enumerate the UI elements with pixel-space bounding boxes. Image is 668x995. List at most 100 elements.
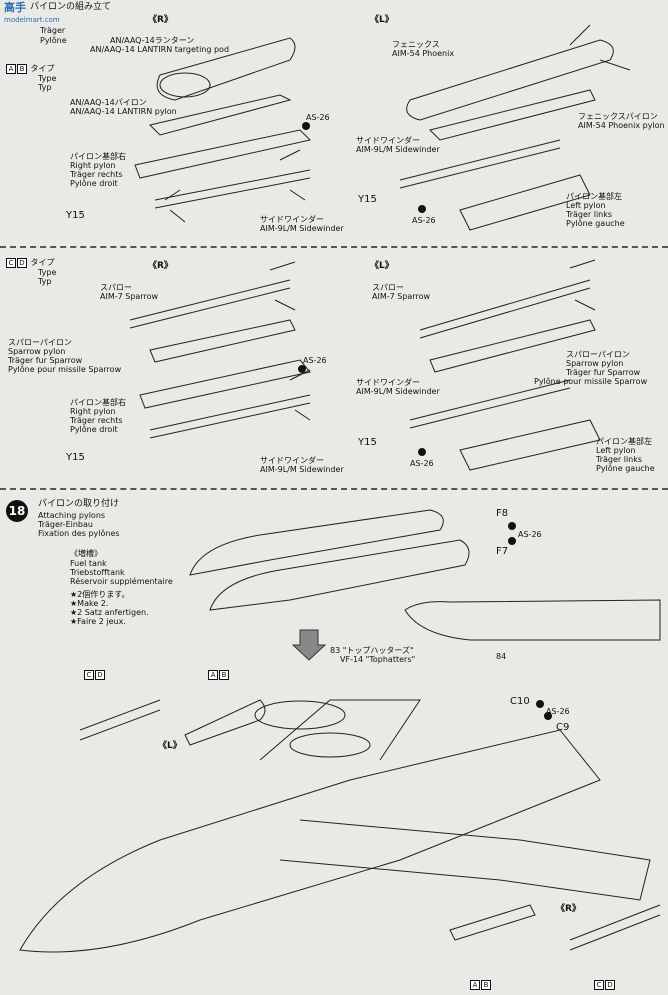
part-y15-left: Y15 (358, 194, 377, 205)
title-de: Träger (40, 26, 66, 35)
watermark-site: modelmart.com (4, 16, 60, 24)
step-title-de: Träger-Einbau (38, 520, 93, 529)
fuel-tank (189, 509, 444, 576)
sparrow-pylon-label: Sparrow pylon (8, 347, 66, 356)
decal-callout: 83 "トップハッターズ" (330, 646, 414, 655)
left-pylon-base (459, 174, 591, 231)
sidewinder-left-cd-label-jp: サイドワインダー (356, 378, 420, 387)
glue-dot-icon (418, 448, 426, 456)
lantirn-pylon-label: AN/AAQ-14 LANTIRN pylon (70, 107, 177, 116)
sidewinder-cd-label-jp: サイドワインダー (260, 456, 324, 465)
make-note-de: ★2 Satz anfertigen. (70, 608, 149, 617)
type-de: Typ (38, 83, 52, 92)
right-pylon-label-fr: Pylône droit (70, 179, 118, 188)
as26-label-left-cd: AS-26 (410, 459, 434, 468)
title-fr: Pylône (40, 36, 67, 45)
sidewinder-label-jp: サイドワインダー (260, 215, 324, 224)
glue-dot-icon (508, 537, 516, 545)
sparrow-pylon-left-label-de: Träger fur Sparrow (566, 368, 641, 377)
sparrow-pylon-left-label-jp: スパローパイロン (566, 350, 630, 359)
right-pylon-cd-label-fr: Pylône droit (70, 425, 118, 434)
sparrow-pylon-label-de: Träger fur Sparrow (8, 356, 83, 365)
phoenix-label: AIM-54 Phoenix (392, 49, 455, 58)
step-number: 18 (6, 500, 28, 522)
as26-label-tank: AS-26 (518, 530, 542, 539)
watermark-logo: 高手 (4, 1, 26, 14)
part-f8: F8 (496, 508, 509, 519)
sidewinder-cd-label: AIM-9L/M Sidewinder (260, 465, 344, 474)
right-pylon-label: Right pylon (70, 161, 116, 170)
right-pylon-base-cd (139, 359, 311, 409)
side-right: 《R》 (148, 15, 173, 25)
sidewinder-right-cd (149, 369, 311, 439)
decal-number: 84 (496, 652, 507, 661)
sparrow-pylon-left (429, 319, 596, 373)
left-pylon-label-de: Träger links (566, 210, 613, 219)
step-title-fr: Fixation des pylônes (38, 529, 120, 538)
part-y15: Y15 (66, 210, 85, 221)
sparrow-label: AIM-7 Sparrow (100, 292, 159, 301)
right-pylon-label-de: Träger rechts (70, 170, 123, 179)
part-y15-left-cd: Y15 (358, 437, 377, 448)
step-title-en: Attaching pylons (38, 511, 106, 520)
sparrow-right (129, 261, 296, 329)
left-pylon-label: Left pylon (566, 201, 606, 210)
fuselage-section (404, 599, 661, 641)
left-pylon-cd-label: Left pylon (596, 446, 636, 455)
left-pylon-base-cd (459, 419, 601, 471)
side-left: 《L》 (370, 15, 394, 25)
glue-dot-icon (418, 205, 426, 213)
side-left-cd: 《L》 (370, 261, 394, 271)
sparrow-pylon-left-label: Sparrow pylon (566, 359, 624, 368)
aircraft-body (19, 729, 601, 953)
phoenix-pylon-label: AIM-54 Phoenix pylon (578, 121, 665, 130)
sidewinder-left-cd (409, 379, 571, 429)
phoenix-missile (406, 39, 614, 121)
left-pylon-cd-label-jp: パイロン基部左 (596, 437, 652, 446)
as26-label-cd: AS-26 (303, 356, 327, 365)
right-pylon-cd-label-jp: パイロン基部右 (70, 398, 126, 407)
sidewinder-left-label: AIM-9L/M Sidewinder (356, 145, 440, 154)
section-divider (0, 488, 668, 490)
make-note-jp: ★2個作ります。 (70, 590, 130, 599)
sparrow-pylon-right (149, 319, 296, 363)
fuel-tank-heading: Fuel tank (70, 559, 107, 568)
lantirn-pod-label: AN/AAQ-14 LANTIRN targeting pod (90, 45, 230, 54)
fuel-tank-heading-fr: Réservoir supplémentaire (70, 577, 173, 586)
make-note-en: ★Make 2. (70, 599, 109, 608)
phoenix-pylon (429, 89, 596, 141)
fuel-tank-heading-de: Triebstofftank (70, 568, 125, 577)
type-cd-de: Typ (38, 277, 52, 286)
lantirn-pod-label-jp: AN/AAQ-14ランターン (110, 36, 195, 45)
sidewinder-right (154, 149, 311, 209)
glue-dot-icon (544, 712, 552, 720)
part-y15-cd: Y15 (66, 452, 85, 463)
section-divider (0, 246, 668, 248)
sparrow-pylon-label-jp: スパローパイロン (8, 338, 72, 347)
sparrow-left (419, 259, 596, 339)
side-right-step: 《R》 (556, 904, 581, 914)
sparrow-left-label: AIM-7 Sparrow (372, 292, 431, 301)
cd-pylon-assembly (79, 699, 161, 741)
part-c10: C10 (510, 696, 530, 707)
right-pylon-cd-label-de: Träger rechts (70, 416, 123, 425)
r-assembly-ab (449, 904, 536, 941)
glue-dot-icon (508, 522, 516, 530)
sparrow-label-jp: スパロー (100, 283, 132, 292)
right-pylon-cd-label: Right pylon (70, 407, 116, 416)
step-title-jp: パイロンの取り付け (38, 499, 120, 509)
as26-label: AS-26 (306, 113, 330, 122)
glue-dot-icon (302, 122, 310, 130)
side-right-cd: 《R》 (148, 261, 173, 271)
part-f7: F7 (496, 546, 509, 557)
right-pylon-label-jp: パイロン基部右 (70, 152, 126, 161)
lantirn-pylon (149, 94, 292, 136)
sparrow-left-label-jp: スパロー (372, 283, 404, 292)
side-left-step: 《L》 (158, 741, 182, 751)
